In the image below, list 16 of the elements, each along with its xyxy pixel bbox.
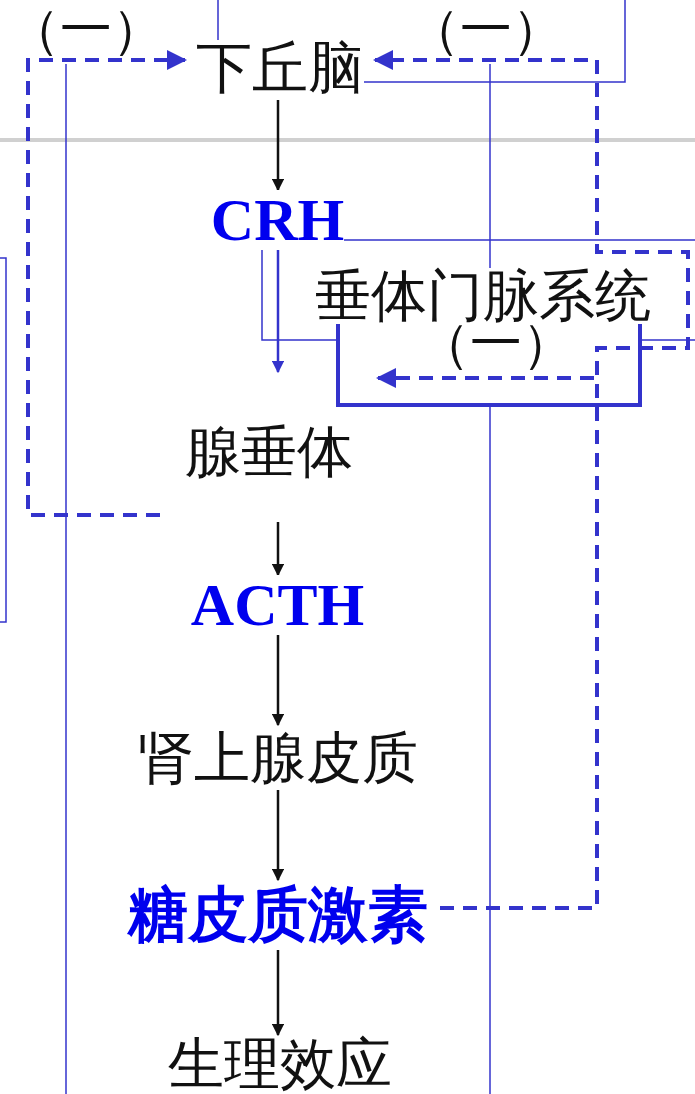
- arrow: [271, 635, 285, 727]
- inhibition-sign: （一）: [408, 4, 564, 56]
- arrow: [271, 522, 285, 577]
- organ-label: 腺垂体: [185, 424, 353, 480]
- hormone-label: CRH: [210, 190, 345, 250]
- feedback-arrow: [376, 368, 599, 910]
- organ-label: 下丘脑: [196, 39, 364, 96]
- inhibition-sign: （一）: [8, 4, 164, 56]
- arrow: [271, 250, 285, 374]
- organ-label: 生理效应: [168, 1036, 392, 1092]
- organ-label: 肾上腺皮质: [138, 729, 418, 786]
- arrow: [271, 100, 285, 192]
- arrow: [271, 790, 285, 882]
- hormone-label: 糖皮质激素: [127, 885, 428, 945]
- feedback-arrow: [26, 50, 187, 517]
- arrow: [271, 950, 285, 1037]
